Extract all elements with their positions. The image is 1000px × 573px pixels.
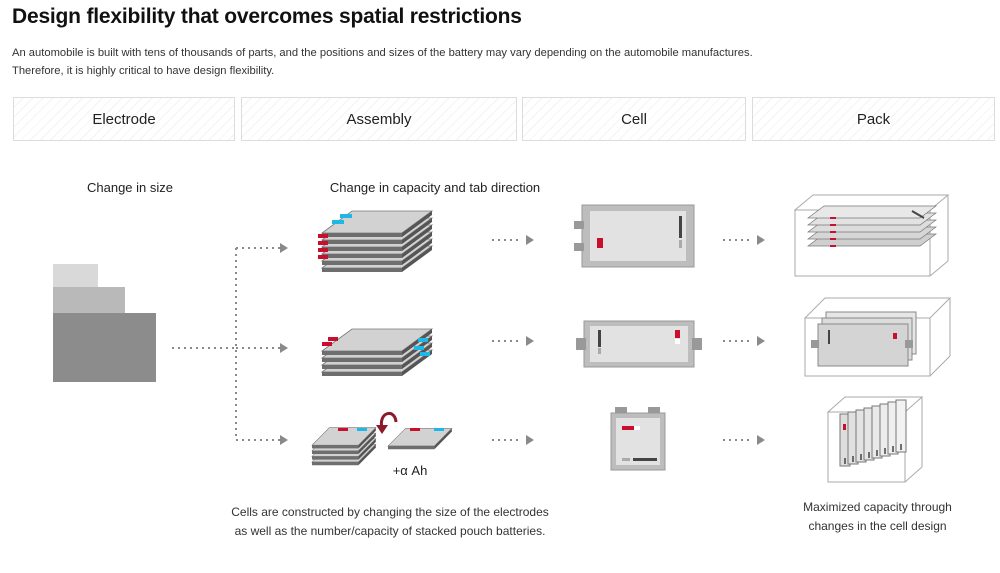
stage-label: Electrode: [92, 110, 156, 128]
electrode-size-icon: [53, 264, 156, 382]
cell-pouch-2: [576, 320, 702, 368]
cell-pouch-1: [574, 204, 695, 268]
stage-label: Pack: [856, 110, 891, 128]
stage-assembly: Assembly: [241, 97, 517, 141]
stage-pack: Pack: [752, 97, 995, 141]
caption-cells-line-1: Cells are constructed by changing the si…: [231, 505, 549, 519]
caption-cells-line-2: as well as the number/capacity of stacke…: [234, 524, 546, 538]
caption-cells: Cells are constructed by changing the si…: [200, 503, 580, 541]
assembly-stack-1: [318, 210, 433, 273]
stage-cell: Cell: [522, 97, 746, 141]
pack-module-3-cells: [839, 399, 907, 467]
page-title: Design flexibility that overcomes spatia…: [12, 5, 522, 28]
description-line-2: Therefore, it is highly critical to have…: [12, 65, 275, 77]
stage-label: Cell: [621, 110, 647, 128]
caption-pack: Maximized capacity through changes in th…: [780, 498, 975, 536]
arrow-cell-pack-2: [722, 335, 766, 347]
arrow-assembly-cell-2: [491, 335, 535, 347]
arrow-assembly-cell-1: [491, 234, 535, 246]
connector-electrode: [172, 247, 280, 441]
label-change-in-size: Change in size: [87, 180, 173, 195]
arrow-assembly-cell-3: [491, 434, 535, 446]
caption-pack-line-1: Maximized capacity through: [803, 500, 952, 514]
cell-pouch-3: [610, 407, 666, 471]
caption-pack-line-2: changes in the cell design: [808, 519, 947, 533]
assembly-stack-3: [311, 412, 453, 466]
stage-electrode: Electrode: [13, 97, 235, 141]
label-alpha-capacity: +α Ah: [392, 463, 428, 478]
arrow-cell-pack-3: [722, 434, 766, 446]
pack-module-1-cells: [806, 205, 938, 247]
stage-label: Assembly: [346, 110, 412, 128]
label-change-in-capacity: Change in capacity and tab direction: [329, 180, 541, 195]
page-description: An automobile is built with tens of thou…: [12, 44, 972, 80]
arrow-cell-pack-1: [722, 234, 766, 246]
pack-module-2-cells: [811, 311, 917, 367]
description-line-1: An automobile is built with tens of thou…: [12, 47, 753, 59]
connector-arrowheads: [280, 243, 288, 445]
assembly-stack-2: [321, 328, 433, 377]
